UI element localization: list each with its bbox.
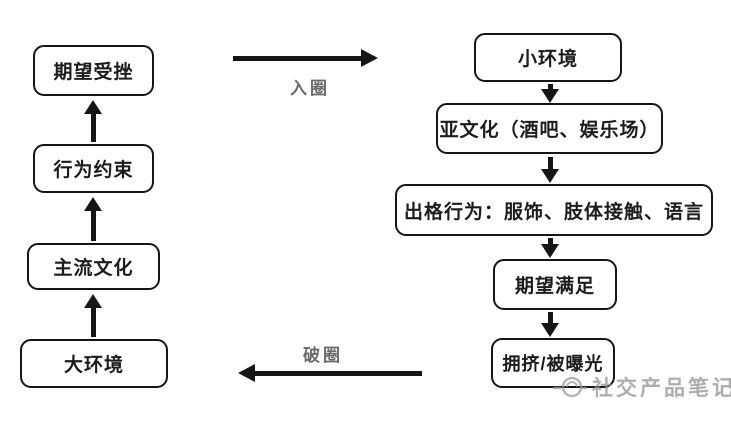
node-expectation-frustrated: 期望受挫: [33, 45, 154, 96]
arrowhead-left-icon: [238, 364, 255, 382]
arrow-stem: [547, 238, 553, 244]
arrowhead-up-icon: [84, 294, 102, 308]
node-deviant-behavior: 出格行为：服饰、肢体接触、语言: [395, 184, 713, 236]
node-label: 出格行为：服饰、肢体接触、语言: [403, 201, 704, 223]
arrow-left-break-circle: [238, 364, 422, 382]
node-big-environment: 大环境: [20, 339, 168, 388]
arrow-stem: [547, 157, 553, 169]
arrowhead-down-icon: [541, 244, 559, 258]
arrow-stem: [90, 114, 96, 142]
arrow-up-mainstream-to-behavior: [84, 197, 102, 241]
arrow-stem: [233, 55, 361, 61]
node-label: 期望受挫: [53, 62, 134, 83]
node-label: 行为约束: [53, 160, 134, 181]
arrow-stem: [90, 211, 96, 241]
arrowhead-right-icon: [361, 49, 378, 67]
node-label: 期望满足: [514, 276, 595, 297]
arrow-up-environment-to-mainstream: [84, 294, 102, 337]
arrow-down-subculture-to-behavior: [541, 157, 559, 183]
arrowhead-down-icon: [541, 323, 559, 337]
watermark: 社交产品笔记: [553, 372, 731, 402]
arrow-stem: [255, 370, 422, 376]
watermark-logo-icon: [553, 376, 587, 398]
node-mainstream-culture: 主流文化: [27, 243, 160, 290]
node-behavior-constraint: 行为约束: [33, 144, 154, 193]
node-small-environment: 小环境: [474, 33, 622, 82]
arrow-stem: [547, 312, 553, 323]
node-label: 小环境: [517, 49, 578, 70]
node-subculture: 亚文化（酒吧、娱乐场）: [436, 103, 663, 154]
arrow-right-enter-circle: [233, 49, 378, 67]
node-label: 大环境: [63, 355, 124, 376]
arrowhead-down-icon: [541, 89, 559, 103]
arrow-down-satisfaction-to-crowding: [541, 312, 559, 337]
arrow-down-small-env-to-subculture: [541, 84, 559, 103]
node-label: 主流文化: [53, 258, 134, 279]
arrow-down-behavior-to-satisfaction: [541, 238, 559, 258]
arrowhead-up-icon: [84, 100, 102, 114]
enter-circle-label: 入圈: [290, 79, 330, 98]
break-circle-label: 破圈: [303, 346, 343, 365]
node-label: 拥挤/被曝光: [502, 354, 604, 374]
node-label: 亚文化（酒吧、娱乐场）: [439, 120, 660, 141]
arrowhead-up-icon: [84, 197, 102, 211]
arrow-stem: [90, 308, 96, 337]
watermark-text: 社交产品笔记: [592, 377, 731, 400]
arrowhead-down-icon: [541, 169, 559, 183]
arrow-up-behavior-to-expectation: [84, 100, 102, 142]
arrow-stem: [547, 84, 553, 89]
node-expectation-satisfied: 期望满足: [493, 259, 617, 310]
